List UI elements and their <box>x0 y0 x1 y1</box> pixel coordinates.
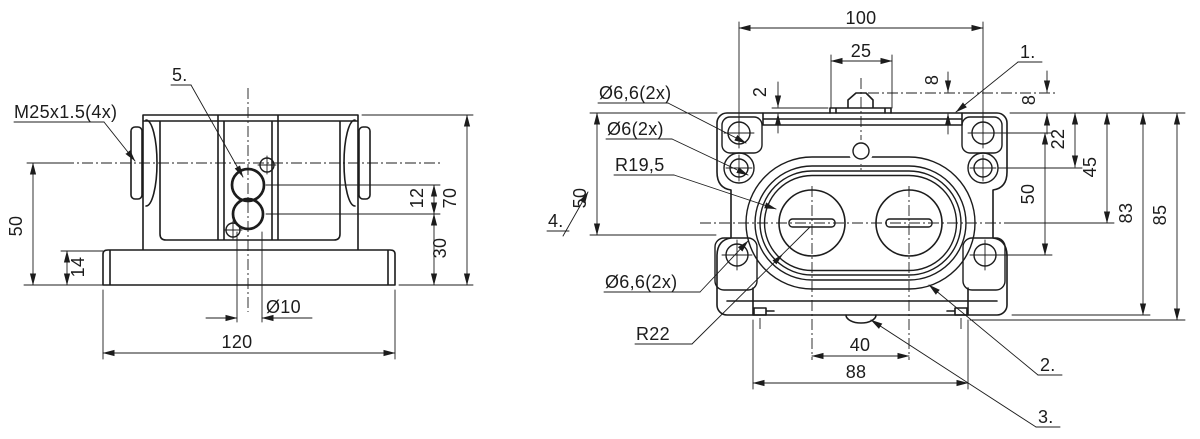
dim-text-2: 2 <box>750 87 770 97</box>
right-view-extension-lines <box>589 21 1186 390</box>
label-hole-top-leader <box>667 102 747 144</box>
dim-text-100: 100 <box>846 8 877 28</box>
boss-bottom-right <box>962 237 1006 291</box>
label-r195-leader <box>673 174 777 210</box>
dim-text-14: 14 <box>68 257 88 278</box>
dim-text-22: 22 <box>1048 129 1068 150</box>
callout-1-leader <box>955 61 1019 113</box>
dim-text-8b: 8 <box>1019 95 1039 105</box>
label-radius-inner: R19,5 <box>615 155 665 175</box>
label-hole-top: Ø6,6(2x) <box>599 83 671 103</box>
dim-text-88: 88 <box>846 362 867 382</box>
slot-left <box>788 218 836 228</box>
thread-label: M25x1.5(4x) <box>14 102 117 122</box>
left-view-centerlines <box>63 88 440 312</box>
callout-4-label: 4. <box>548 211 564 231</box>
top-center-hole <box>852 142 870 160</box>
hole-edge-lines <box>236 231 263 323</box>
cover-ring-outer <box>745 156 976 290</box>
right-view-centerlines <box>700 78 1056 360</box>
boss-bottom-left <box>714 237 758 291</box>
thread-label-leader <box>103 121 136 162</box>
label-hole-bottom-leader <box>699 240 749 293</box>
lower-bore-circle <box>231 197 265 231</box>
cover-ring-inner <box>763 174 958 272</box>
screw-hole-crosses <box>223 155 277 240</box>
label-hole-small-leader <box>671 138 749 176</box>
label-hole-small: Ø6(2x) <box>607 119 664 139</box>
dim-text-dia10: Ø10 <box>266 297 301 317</box>
dim-text-30: 30 <box>430 238 450 259</box>
dim-text-120: 120 <box>222 332 253 352</box>
left-view-body-outline <box>102 114 396 286</box>
dim-text-83: 83 <box>1116 203 1136 224</box>
label-hole-bottom: Ø6,6(2x) <box>605 272 677 292</box>
gland-circle-left <box>778 189 846 257</box>
dim-text-85: 85 <box>1150 205 1170 226</box>
callout-5-leader <box>190 84 244 178</box>
top-wall-and-actuator <box>762 92 963 126</box>
cover-ring-2 <box>754 165 967 281</box>
gland-circle-right <box>875 189 943 257</box>
left-view-extension-lines <box>23 114 474 360</box>
label-r22-arrowhead <box>772 254 783 265</box>
dim-text-40: 40 <box>850 335 871 355</box>
callout-2-label: 2. <box>1040 355 1056 375</box>
slot-right <box>885 218 933 228</box>
dim-text-70: 70 <box>440 188 460 209</box>
dim-text-25: 25 <box>851 41 872 61</box>
cable-gland-left <box>130 126 143 200</box>
label-r22-leader <box>691 226 811 345</box>
mounting-plate-outline <box>716 112 1008 316</box>
dim-text-8a: 8 <box>922 75 942 85</box>
label-radius-outer: R22 <box>636 324 670 344</box>
right-view: 100 25 2 8 8 22 45 50 83 85 50 40 88 Ø6,… <box>546 8 1186 428</box>
callout-1-label: 1. <box>1020 42 1036 62</box>
callout-5-label: 5. <box>172 65 188 85</box>
upper-bore-circle <box>230 167 266 203</box>
cover-ring-3 <box>759 170 962 276</box>
cable-gland-right <box>358 126 371 200</box>
boss-mid-left <box>723 152 755 184</box>
dim-text-45: 45 <box>1080 157 1100 178</box>
dim-text-50-left: 50 <box>570 188 590 209</box>
callout-2-leader <box>928 284 1039 376</box>
lower-section <box>726 287 998 324</box>
callout-3-leader <box>870 319 1037 428</box>
left-view: M25x1.5(4x) 5. 50 14 12 30 70 Ø10 120 <box>6 65 474 360</box>
dim-text-12: 12 <box>407 188 427 209</box>
dim-text-50-right: 50 <box>1018 184 1038 205</box>
callout-3-label: 3. <box>1038 407 1054 427</box>
dim-text-50-left: 50 <box>6 216 26 237</box>
callout-4-arrow <box>562 191 589 237</box>
